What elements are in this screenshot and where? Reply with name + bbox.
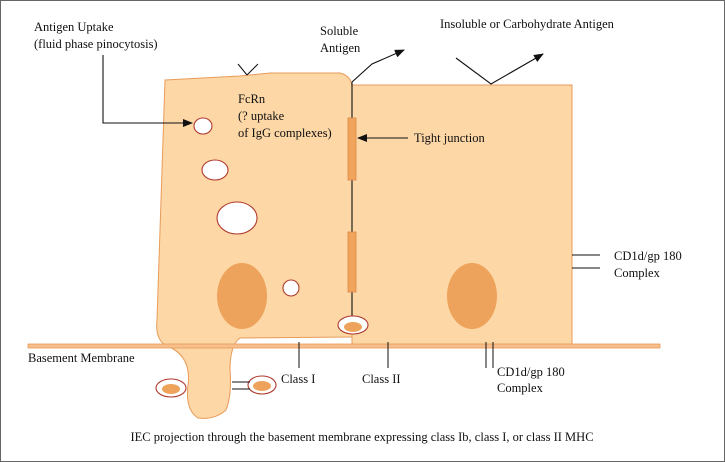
figure-caption: IEC projection through the basement memb…	[130, 430, 593, 444]
antigen-uptake-pointer	[102, 55, 193, 127]
label-cd1d-bottom-2: Complex	[497, 381, 544, 395]
label-fcrn-3: of IgG complexes)	[238, 126, 332, 140]
label-basement-membrane: Basement Membrane	[28, 351, 135, 365]
label-cd1d-bottom-1: CD1d/gp 180	[497, 365, 565, 379]
right-nucleus	[447, 263, 497, 329]
soluble-antigen-arrow	[351, 49, 405, 83]
tight-junction-lower	[347, 231, 357, 293]
left-nucleus	[217, 263, 267, 329]
insoluble-antigen-arrow	[455, 53, 544, 85]
basolateral-vesicle-content	[344, 322, 362, 332]
vesicle	[216, 201, 258, 235]
vesicle	[193, 117, 213, 135]
vesicle	[282, 279, 300, 297]
label-soluble-2: Antigen	[320, 41, 361, 55]
subepithelial-vesicle-content	[253, 381, 271, 391]
subepithelial-vesicle-content	[162, 384, 180, 394]
label-antigen-uptake-2: (fluid phase pinocytosis)	[34, 37, 158, 51]
label-fcrn-1: FcRn	[238, 92, 266, 106]
fcrn-receptor	[237, 63, 248, 76]
label-insoluble: Insoluble or Carbohydrate Antigen	[440, 17, 615, 31]
tight-junction-upper	[347, 117, 357, 181]
label-tight-junction: Tight junction	[414, 131, 485, 145]
label-antigen-uptake-1: Antigen Uptake	[34, 20, 114, 34]
label-soluble-1: Soluble	[320, 24, 359, 38]
vesicle	[201, 159, 229, 181]
label-cd1d-right-1: CD1d/gp 180	[614, 249, 682, 263]
label-cd1d-right-2: Complex	[614, 266, 661, 280]
label-class-ii: Class II	[362, 372, 401, 386]
fcrn-receptor	[246, 63, 259, 76]
label-fcrn-2: (? uptake	[238, 109, 285, 123]
basement-membrane-line	[27, 343, 661, 349]
label-class-i: Class I	[281, 372, 315, 386]
